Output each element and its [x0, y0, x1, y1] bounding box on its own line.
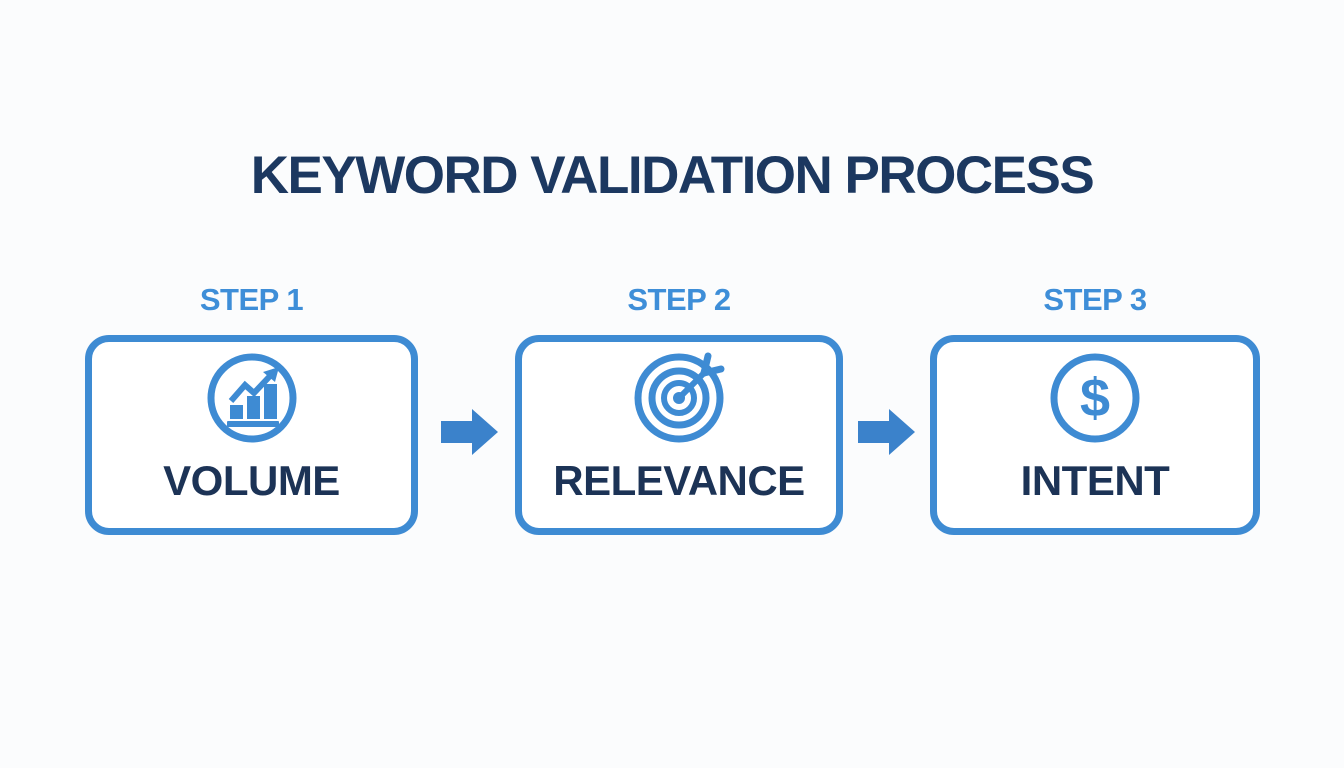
- step-3-label: STEP 3: [1043, 282, 1147, 317]
- step-2-label: STEP 2: [627, 282, 731, 317]
- step-1-box: VOLUME: [85, 335, 418, 535]
- step-1-label: STEP 1: [199, 282, 304, 317]
- step-1-column: STEP 1 VOLUME: [85, 283, 418, 535]
- dollar-sign-icon: $: [1050, 353, 1140, 443]
- step-3-name: INTENT: [1020, 457, 1170, 504]
- right-arrow-icon: [858, 409, 915, 455]
- step-3-column: STEP 3 $ INTENT: [930, 283, 1260, 535]
- page-title: KEYWORD VALIDATION PROCESS: [250, 146, 1095, 205]
- right-arrow-icon: [441, 409, 498, 455]
- step-2-column: STEP 2 RELEVANCE: [515, 283, 843, 535]
- step-1-name: VOLUME: [163, 457, 340, 504]
- step-2-name: RELEVANCE: [553, 457, 805, 504]
- step-2-box: RELEVANCE: [515, 335, 843, 535]
- step-3-box: $ INTENT: [930, 335, 1260, 535]
- target-dart-icon: [634, 352, 725, 443]
- bar-chart-trend-icon: [207, 353, 296, 443]
- dollar-glyph: $: [1080, 368, 1110, 428]
